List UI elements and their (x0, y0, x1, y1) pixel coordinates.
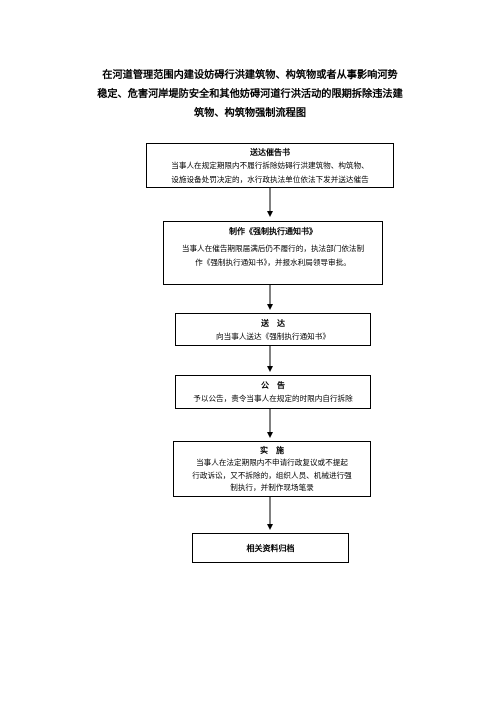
step-text-line: 当事人在催告期限届满后仍不履行的，执法部门依法制 (181, 244, 365, 253)
step-announce: 公 告 予以公告，责令当事人在规定的时限内自行拆除 (175, 375, 371, 409)
page-title: 在河道管理范围内建设妨碍行洪建筑物、构筑物或者从事影响河势 稳定、危害河岸堤防安… (60, 66, 440, 123)
step-heading: 制作《强制执行通知书》 (229, 227, 317, 236)
step-text-line: 作《强制执行通知书》，并报水利局领导审批。 (195, 257, 351, 267)
step-implement: 实 施 当事人在法定期限内不申请行政复议或不提起 行政诉讼，又不拆除的，组织人员… (173, 441, 371, 497)
step-make-notice: 制作《强制执行通知书》 当事人在催告期限届满后仍不履行的，执法部门依法制 作《强… (163, 221, 383, 285)
step-heading: 公 告 (261, 381, 285, 390)
step-text-line: 当事人在规定期限内不履行拆除妨碍行洪建筑物、构筑物、 (171, 161, 369, 170)
step-text-line: 向当事人送达《强制执行通知书》 (216, 332, 330, 341)
step-text-line: 设施设备处罚决定的，水行政执法单位依法下发并送达催告 (171, 174, 369, 184)
step-text-line: 制执行，并制作现场笔录 (230, 483, 314, 492)
step-text-line: 当事人在法定期限内不申请行政复议或不提起 (196, 458, 348, 467)
title-line-2: 稳定、危害河岸堤防安全和其他妨碍河道行洪活动的限期拆除违法建 (97, 89, 403, 100)
title-line-3: 筑物、构筑物强制流程图 (193, 108, 307, 119)
step-heading: 送达催告书 (250, 148, 290, 157)
step-text-line: 行政诉讼，又不拆除的，组织人员、机械进行强 (192, 470, 352, 480)
step-heading: 相关资料归档 (246, 544, 295, 553)
title-line-1: 在河道管理范围内建设妨碍行洪建筑物、构筑物或者从事影响河势 (102, 70, 398, 81)
step-heading: 实 施 (260, 446, 284, 455)
step-serve-reminder: 送达催告书 当事人在规定期限内不履行拆除妨碍行洪建筑物、构筑物、 设施设备处罚决… (146, 143, 394, 188)
step-deliver: 送 达 向当事人送达《强制执行通知书》 (175, 313, 371, 346)
step-heading: 送 达 (261, 319, 285, 328)
step-text-line: 予以公告，责令当事人在规定的时限内自行拆除 (193, 394, 353, 403)
step-archive: 相关资料归档 (192, 533, 349, 563)
